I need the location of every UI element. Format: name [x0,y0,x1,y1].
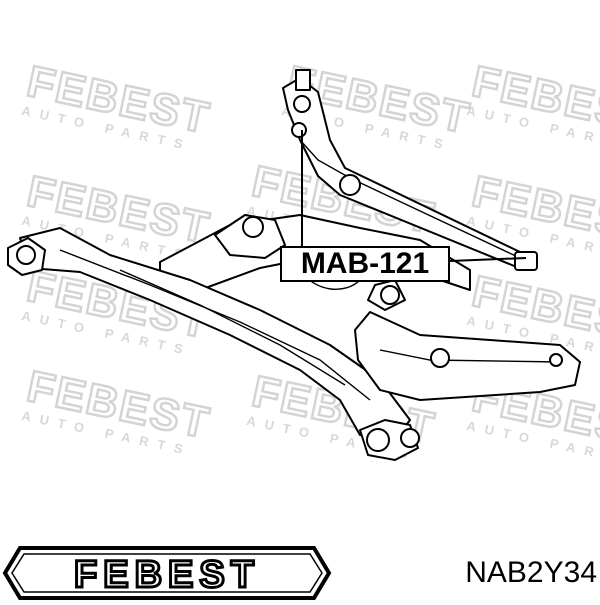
watermark-tile: FEBEST AUTO PARTS [20,361,216,459]
arm-pivot-bushing [339,174,361,196]
lower-arm-bushing [430,348,450,368]
febest-logo: FEBEST [2,546,332,600]
lower-arm-end-bushing [549,353,563,367]
subframe-bushing-upper [291,122,307,138]
strut-mount-stud [295,69,311,91]
arm-edge-line [299,139,521,259]
logo-outline [2,546,332,600]
lower-arm-edge [379,349,561,363]
arm-end-bushing [514,251,538,271]
watermark-tile: FEBEST AUTO PARTS [20,56,216,154]
logo-inner-outline [11,553,323,593]
front-mount-bushing [16,245,36,265]
rear-mount-bushing-right [400,428,420,448]
side-member-edge [119,269,346,386]
lower-control-arm [354,311,581,401]
crossmember-bushing-left [242,216,264,238]
part-callout-label: MAB-121 [280,246,450,282]
rear-mount-bushing-left [366,428,390,452]
side-member-edge [59,249,371,401]
part-number: NAB2Y34 [465,556,597,589]
watermark-tile: FEBEST AUTO PARTS [465,56,600,154]
callout-leader-horizontal [449,257,527,262]
upper-bushing [293,95,311,113]
crossmember-bushing-right [380,285,400,305]
logo-wordmark: FEBEST [74,554,260,596]
